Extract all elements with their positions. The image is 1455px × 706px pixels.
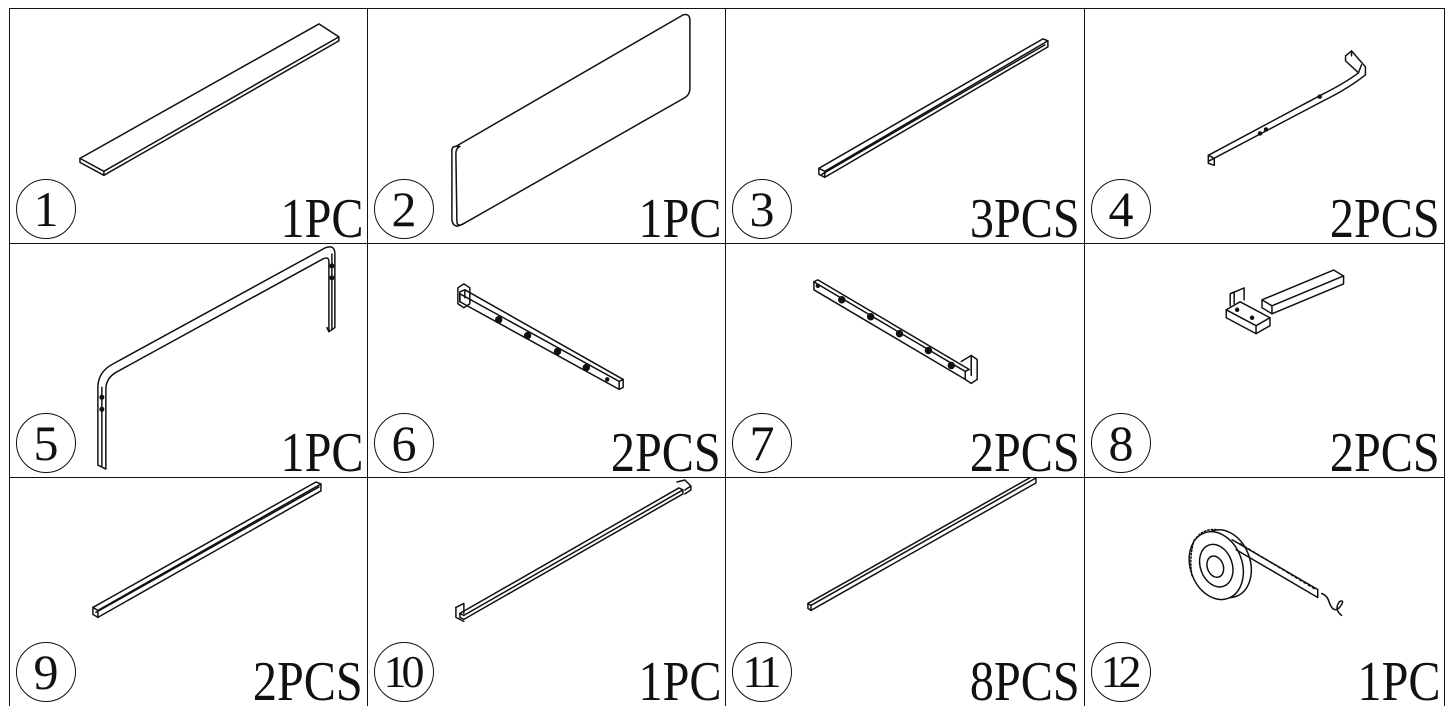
part-quantity: 3PCS xyxy=(970,188,1080,243)
part-number: 5 xyxy=(16,413,76,473)
part-quantity: 2PCS xyxy=(1330,422,1440,477)
part-cell-9: 9 2PCS xyxy=(9,477,367,706)
part-number: 9 xyxy=(16,642,76,702)
part-cell-2: 2 1PC xyxy=(367,8,725,243)
part-quantity: 1PC xyxy=(280,188,363,243)
left-crossbar-icon xyxy=(457,283,624,391)
part-number: 11 xyxy=(732,642,792,702)
flat-shelf-board-icon xyxy=(79,23,340,177)
parts-list-grid: 1 1PC 2 1PC 3 3PCS xyxy=(9,8,1445,706)
part-cell-10: 10 1PC xyxy=(367,477,725,706)
part-quantity: 2PCS xyxy=(253,651,363,706)
end-cap-rod-icon xyxy=(455,479,692,623)
part-cell-7: 7 2PCS xyxy=(725,243,1084,477)
part-number: 10 xyxy=(374,642,434,702)
part-cell-8: 8 2PCS xyxy=(1084,243,1445,477)
part-quantity: 8PCS xyxy=(970,651,1080,706)
part-quantity: 1PC xyxy=(1357,651,1440,706)
l-bracket-rail-icon xyxy=(1207,50,1367,167)
part-cell-6: 6 2PCS xyxy=(367,243,725,477)
part-cell-3: 3 3PCS xyxy=(725,8,1084,243)
part-number: 7 xyxy=(732,413,792,473)
part-quantity: 1PC xyxy=(638,651,721,706)
support-arm-icon xyxy=(1225,269,1345,335)
part-cell-1: 1 1PC xyxy=(9,8,367,243)
part-quantity: 1PC xyxy=(638,188,721,243)
part-number: 12 xyxy=(1091,642,1151,702)
part-cell-4: 4 2PCS xyxy=(1084,8,1445,243)
part-number: 4 xyxy=(1091,179,1151,239)
part-number: 2 xyxy=(374,179,434,239)
square-tube-icon xyxy=(92,481,322,619)
led-strip-reel-icon xyxy=(1188,528,1344,617)
part-quantity: 2PCS xyxy=(611,422,721,477)
u-frame-icon xyxy=(97,246,336,470)
part-number: 3 xyxy=(732,179,792,239)
part-cell-5: 5 1PC xyxy=(9,243,367,477)
part-quantity: 2PCS xyxy=(970,422,1080,477)
part-cell-11: 11 8PCS xyxy=(725,477,1084,706)
right-crossbar-icon xyxy=(813,279,978,385)
part-quantity: 1PC xyxy=(280,422,363,477)
part-quantity: 2PCS xyxy=(1330,188,1440,243)
part-number: 8 xyxy=(1091,413,1151,473)
thin-rod-icon xyxy=(807,478,1037,612)
long-rail-icon xyxy=(818,38,1049,179)
part-number: 6 xyxy=(374,413,434,473)
part-cell-12: 12 1PC xyxy=(1084,477,1445,706)
part-number: 1 xyxy=(16,179,76,239)
desk-panel-icon xyxy=(451,13,691,227)
